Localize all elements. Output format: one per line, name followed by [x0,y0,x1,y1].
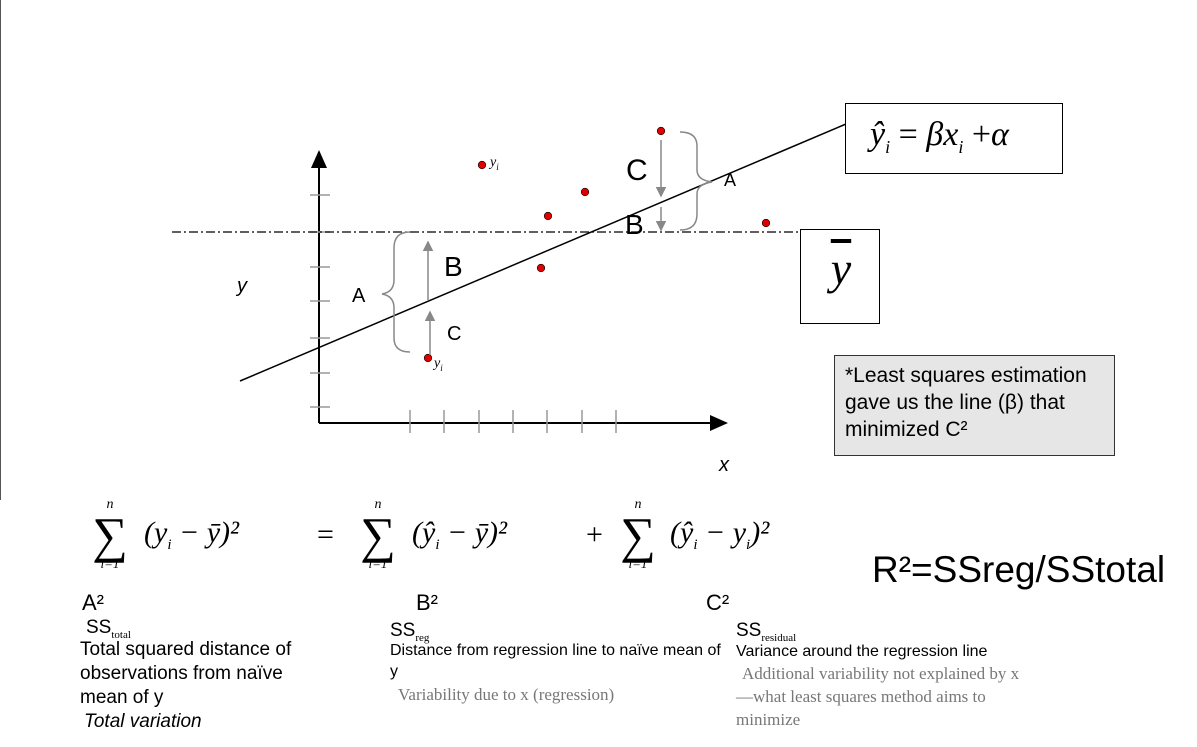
right-lower-arrow-label: B [625,209,644,240]
mean-symbol: y [830,243,852,294]
point-label-bottom: yi [432,356,443,373]
data-point [423,353,433,363]
regression-line [239,123,847,382]
data-point [656,126,666,136]
left-upper-arrow-label: B [444,251,463,282]
caption-a-desc: Total squared distance of observations f… [80,639,292,708]
caption-c-ss: SSresidual [736,620,797,644]
caption-b-head: B² [416,590,438,615]
regression-equation: ŷi = βxi +α [870,116,1009,157]
x-axis-label: x [718,454,730,476]
regression-diagram: yi yi A B C C B A y x [0,0,880,500]
data-point [477,160,487,170]
caption-b-ss: SSreg [390,620,430,644]
caption-c-extra: Additional variability not explained by … [736,664,1020,729]
data-point [536,263,546,273]
mean-box: y [800,229,880,324]
y-axis-label: y [235,275,248,297]
x-axis-ticks [409,410,617,433]
caption-a-ss: SStotal [86,617,131,641]
caption-c-desc: Variance around the regression line [736,643,988,660]
point-label-top: yi [488,155,499,172]
left-brace [381,231,411,353]
least-squares-note: *Least squares estimation gave us the li… [834,355,1115,456]
right-upper-arrow-label: C [626,154,648,187]
right-brace [679,131,713,231]
sum-of-squares-formula: n ∑ i=1 (yi − ȳ)² = n ∑ i=1 (ŷi − ȳ)² + … [92,497,770,571]
data-point [761,218,771,228]
right-brace-label: A [724,170,736,190]
caption-b-desc: Distance from regression line to naïve m… [390,642,721,680]
data-point [580,187,590,197]
data-points [423,126,771,363]
caption-c-head: C² [706,590,730,615]
r-squared-formula: R²=SSreg/SStotal [872,549,1166,590]
data-point [543,211,553,221]
caption-b-extra: Variability due to x (regression) [398,685,615,704]
caption-a-head: A² [82,590,104,615]
caption-a-extra: Total variation [84,711,202,732]
left-brace-label: A [352,285,366,307]
regression-equation-box: ŷi = βxi +α [845,103,1063,174]
left-lower-arrow-label: C [447,323,461,345]
